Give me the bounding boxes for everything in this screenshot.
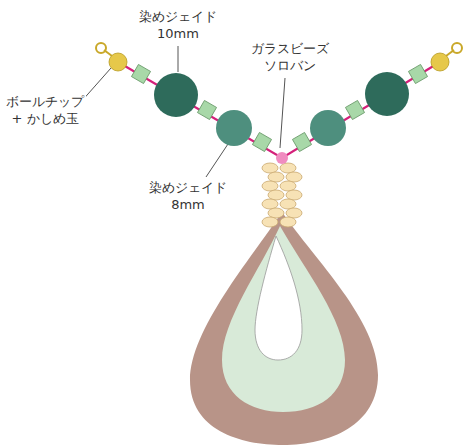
center-bead	[276, 152, 288, 164]
glass-bead	[197, 100, 216, 119]
seed-bead	[262, 163, 278, 173]
seed-bead	[268, 190, 284, 200]
seed-bead	[262, 181, 278, 191]
jade-8mm	[216, 110, 252, 146]
seed-bead	[280, 199, 296, 209]
seed-bead	[286, 190, 302, 200]
pendant-middle	[222, 226, 345, 412]
pendant-hole	[255, 236, 302, 360]
glass-beads	[131, 64, 427, 151]
seed-bead	[268, 172, 284, 182]
ball-chip	[109, 53, 127, 71]
seed-beads	[262, 163, 302, 227]
part-label: 染めジェイド 8mm	[147, 179, 229, 213]
seed-bead	[286, 208, 302, 218]
pendant-outer	[190, 212, 378, 445]
part-label: 染めジェイド 10mm	[137, 8, 219, 42]
glass-bead	[131, 64, 150, 83]
jade-10mm	[365, 72, 409, 116]
ball-chip	[431, 53, 449, 71]
seed-bead	[262, 199, 278, 209]
leader-line	[280, 78, 285, 148]
chip-loop	[96, 43, 106, 53]
seed-bead	[268, 208, 284, 218]
glass-bead	[345, 100, 364, 119]
seed-bead	[280, 181, 296, 191]
seed-bead	[286, 172, 302, 182]
leader-line	[178, 46, 179, 72]
glass-bead	[292, 132, 311, 151]
seed-bead	[280, 163, 296, 173]
seed-bead	[262, 217, 278, 227]
jade-10mm	[154, 73, 198, 117]
seed-bead	[280, 217, 296, 227]
cord	[118, 62, 440, 158]
part-label: ガラスビーズ ソロバン	[249, 40, 331, 74]
chip-loop	[452, 43, 462, 53]
leader-line	[206, 144, 228, 177]
glass-bead	[408, 64, 427, 83]
part-label: ボールチップ + かしめ玉	[4, 93, 86, 127]
glass-bead	[252, 132, 271, 151]
jade-8mm	[310, 110, 346, 146]
